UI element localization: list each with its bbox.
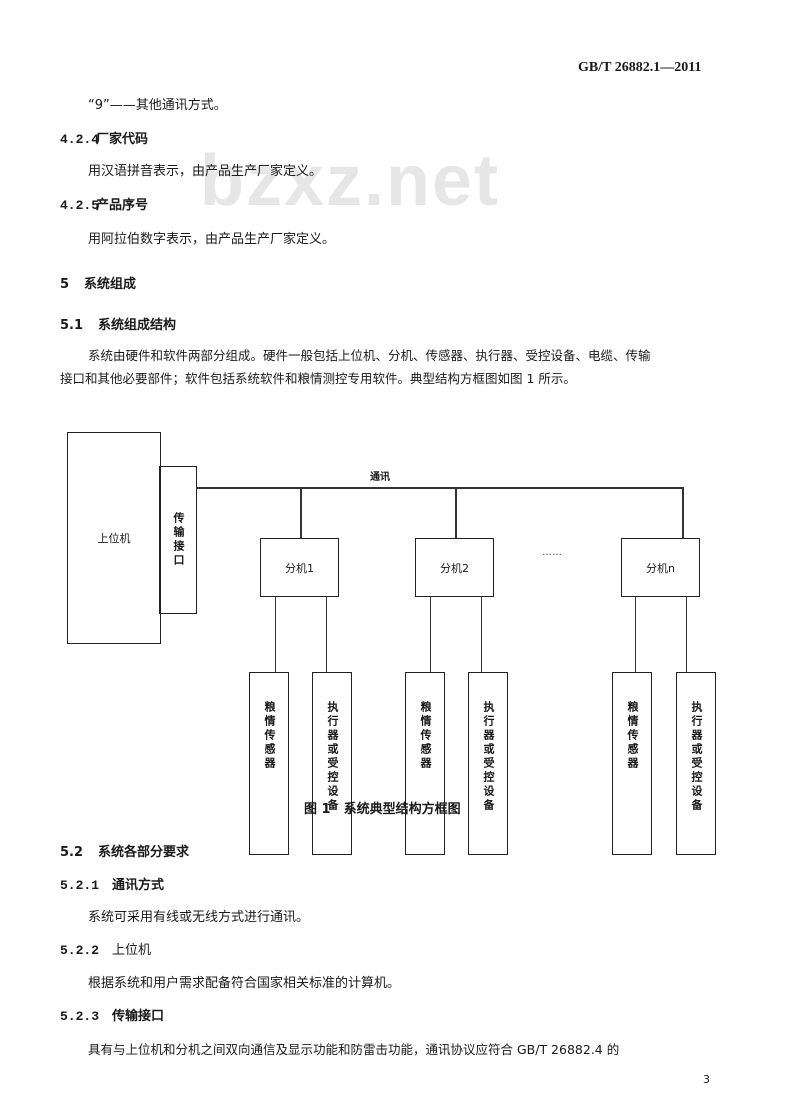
bus-line [196,487,683,489]
heading-5-2-1: 5.2.1 通讯方式 [60,878,164,894]
section-number: 5.2.2 [60,943,100,958]
bus-label: 通讯 [370,472,390,483]
section-number: 5.2.3 [60,1009,100,1024]
section-title: 传输接口 [112,1009,165,1024]
actuator-box: 执行器或受控设备 [468,672,508,855]
sensor-label: 粮情传感器 [419,701,432,771]
section-number: 5.2 [60,845,84,860]
substation-2-box: 分机2 [415,538,494,597]
heading-4-2-4: 4.2.4厂家代码 [60,132,148,148]
connector [455,487,457,538]
connector [326,597,328,672]
connector [481,597,483,672]
section-title: 系统各部分要求 [98,845,190,860]
connector [635,597,637,672]
section-title: 产品序号 [96,198,149,213]
paragraph: “9”——其他通讯方式。 [88,98,227,113]
section-title: 厂家代码 [96,132,149,147]
ellipsis: …… [542,547,562,558]
actuator-box: 执行器或受控设备 [676,672,716,855]
paragraph: 接口和其他必要部件；软件包括系统软件和粮情测控专用软件。典型结构方框图如图 1 … [60,371,576,386]
section-title: 上位机 [112,943,152,958]
transmission-interface-box: 传输接口 [159,466,197,614]
substation-label: 分机2 [440,561,469,575]
heading-5-2-3: 5.2.3 传输接口 [60,1009,164,1025]
section-number: 4.2.4 [60,132,100,147]
paragraph: 用汉语拼音表示，由产品生产厂家定义。 [88,164,323,179]
section-title: 系统组成结构 [98,318,177,333]
paragraph: 根据系统和用户需求配备符合国家相关标准的计算机。 [88,976,401,991]
connector [682,487,684,538]
substation-label: 分机1 [285,561,314,575]
watermark: bzxz.net [200,141,501,221]
heading-5-2: 5.2 系统各部分要求 [60,845,189,861]
sensor-label: 粮情传感器 [626,701,639,771]
actuator-label: 执行器或受控设备 [326,701,339,813]
section-number: 4.2.5 [60,198,100,213]
sensor-label: 粮情传感器 [263,701,276,771]
connector [300,487,302,538]
connector [430,597,432,672]
standard-number-header: GB/T 26882.1—2011 [578,60,702,75]
actuator-label: 执行器或受控设备 [482,701,495,813]
host-computer-box: 上位机 [67,432,161,644]
substation-label: 分机n [646,561,675,575]
figure-caption: 图 1 系统典型结构方框图 [304,802,461,817]
heading-5-2-2: 5.2.2 上位机 [60,943,151,959]
grain-sensor-box: 粮情传感器 [612,672,652,855]
actuator-label: 执行器或受控设备 [690,701,703,813]
section-number: 5.1 [60,318,84,333]
paragraph: 具有与上位机和分机之间双向通信及显示功能和防雷击功能，通讯协议应符合 GB/T … [88,1042,620,1057]
interface-label: 传输接口 [172,512,185,568]
host-label: 上位机 [97,532,131,545]
section-title: 系统组成 [84,277,137,292]
connector [686,597,688,672]
substation-n-box: 分机n [621,538,700,597]
actuator-box: 执行器或受控设备 [312,672,352,855]
section-title: 通讯方式 [112,878,165,893]
paragraph: 系统可采用有线或无线方式进行通讯。 [88,910,310,925]
grain-sensor-box: 粮情传感器 [249,672,289,855]
heading-4-2-5: 4.2.5产品序号 [60,198,148,214]
paragraph: 系统由硬件和软件两部分组成。硬件一般包括上位机、分机、传感器、执行器、受控设备、… [88,348,651,363]
paragraph: 用阿拉伯数字表示，由产品生产厂家定义。 [88,232,336,247]
heading-5: 5 系统组成 [60,277,136,293]
section-number: 5 [60,277,70,292]
page-number: 3 [703,1073,710,1086]
connector [275,597,277,672]
section-number: 5.2.1 [60,878,100,893]
heading-5-1: 5.1 系统组成结构 [60,318,176,334]
grain-sensor-box: 粮情传感器 [405,672,445,855]
substation-1-box: 分机1 [260,538,339,597]
